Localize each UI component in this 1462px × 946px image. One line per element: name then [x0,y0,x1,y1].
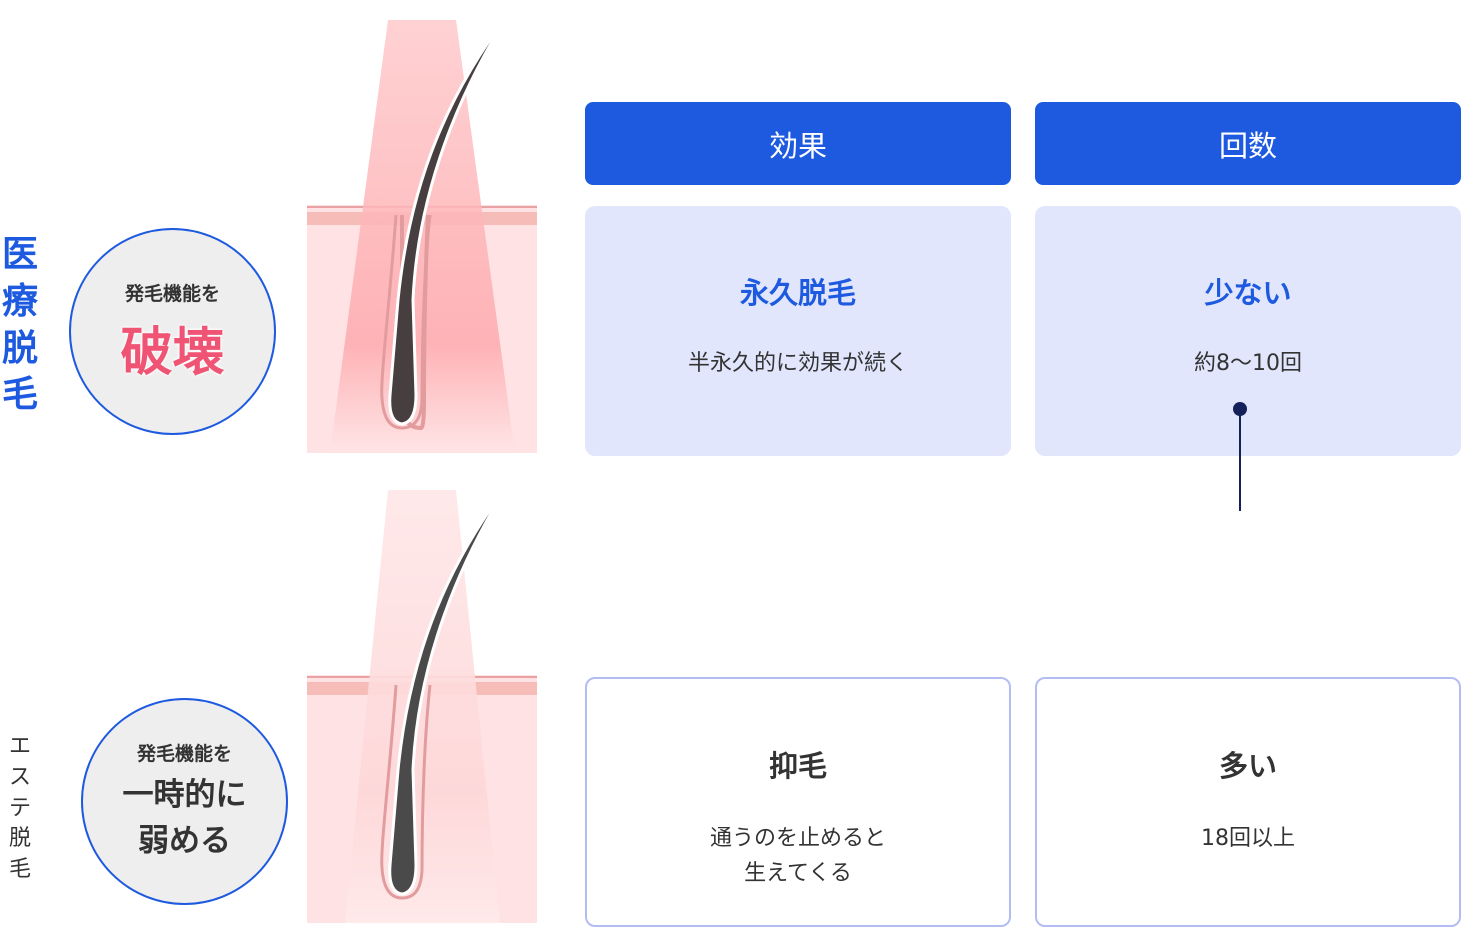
card-desc-line: 通うのを止めると [709,826,886,851]
card-title: 少ない [1204,276,1292,310]
card-medical-effect: 永久脱毛 半永久的に効果が続く [585,206,1011,456]
card-title: 多い [1218,749,1277,783]
label-char: エ [8,734,31,759]
circle-esthetic: 発毛機能を 一時的に 弱める [81,698,288,905]
circle-keyword: 弱める [138,823,231,859]
card-desc: 通うのを止めると 生えてくる [710,821,886,891]
label-char: 医 [1,234,38,275]
label-char: 脱 [8,826,31,852]
label-char: 毛 [1,374,38,416]
card-esthetic-effect: 抑毛 通うのを止めると 生えてくる [585,677,1011,927]
card-title: 抑毛 [768,749,827,783]
label-char: 療 [1,280,38,322]
header-effect: 効果 [585,102,1011,185]
circle-caption: 発毛機能を [124,282,220,305]
label-char: ス [8,764,31,790]
card-medical-count: 少ない 約8〜10回 [1035,206,1461,456]
card-esthetic-count: 多い 18回以上 [1035,677,1461,927]
label-char: テ [8,795,31,821]
card-title: 永久脱毛 [739,276,856,310]
hair-illustrations [307,11,537,923]
card-desc: 半永久的に効果が続く [687,351,908,376]
label-char: 脱 [1,327,38,369]
circle-caption: 発毛機能を [136,742,232,765]
row-label-esthetic: エ ス テ 脱 毛 [2,732,38,886]
card-desc: 18回以上 [1201,826,1295,851]
header-count: 回数 [1035,102,1461,185]
hair-illustration-esthetic [307,481,537,923]
connector-line [1239,409,1241,511]
circle-keyword: 一時的に [122,776,247,813]
circle-medical: 発毛機能を 破壊 [69,228,276,435]
card-desc-line: 生えてくる [744,861,852,887]
label-char: 毛 [8,857,31,883]
hair-illustration-laser [307,11,537,453]
row-label-medical: 医 療 脱 毛 [0,232,40,419]
circle-keyword: 破壊 [120,322,225,383]
card-desc: 約8〜10回 [1194,351,1302,376]
